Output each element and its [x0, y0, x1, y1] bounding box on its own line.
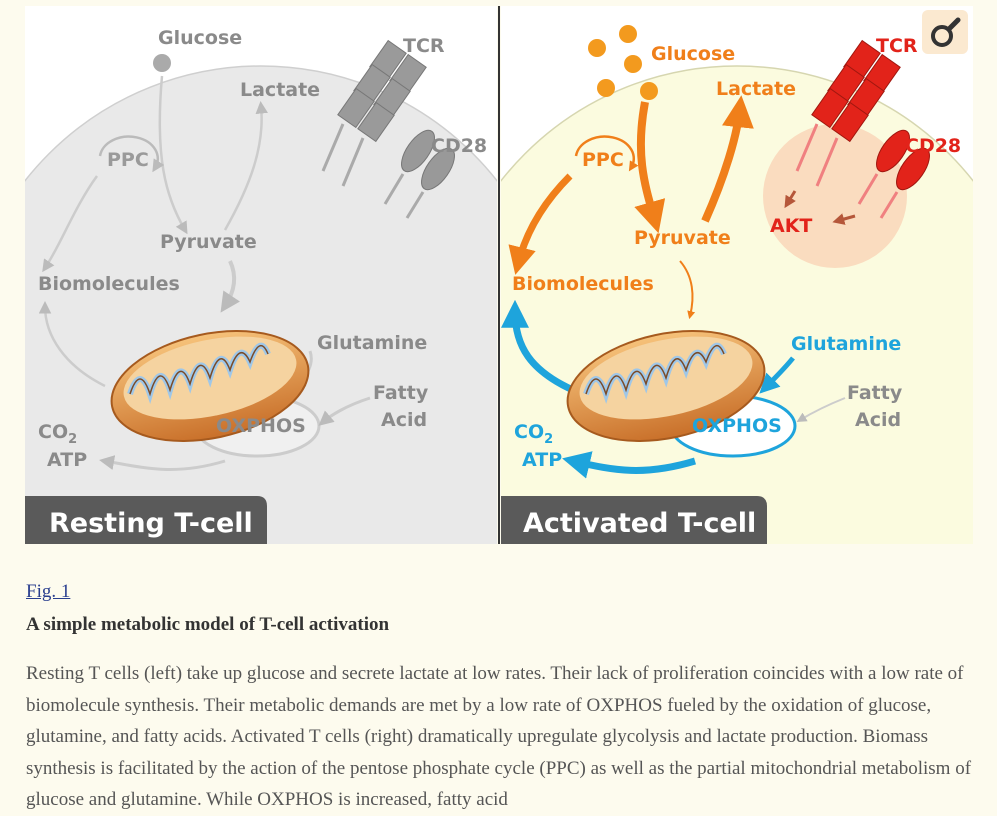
cd28-receptor-resting: [383, 129, 455, 219]
active-cd28-label: CD28: [905, 135, 961, 157]
figure-title: A simple metabolic model of T-cell activ…: [26, 614, 390, 635]
active-fatty-label: Fatty: [847, 382, 903, 404]
cd28-receptor-active: [857, 129, 930, 219]
resting-fatty-label: Fatty: [373, 382, 429, 404]
resting-oxphos-label: OXPHOS: [216, 415, 306, 437]
active-lactate-label: Lactate: [716, 78, 796, 100]
tcr-receptor-resting: [321, 39, 427, 187]
active-acid-label: Acid: [855, 409, 901, 431]
figure-link[interactable]: Fig. 1: [26, 581, 71, 602]
resting-pyruvate-label: Pyruvate: [160, 231, 257, 253]
activated-banner: [501, 496, 767, 544]
active-glucose-label: Glucose: [651, 43, 735, 65]
glucose-molecule: [153, 54, 171, 72]
active-tcr-label: TCR: [876, 35, 918, 57]
resting-lactate-label: Lactate: [240, 79, 320, 101]
active-glutamine-label: Glutamine: [791, 333, 901, 355]
zoom-button[interactable]: [922, 10, 968, 54]
resting-atp-label: ATP: [47, 449, 87, 471]
active-biomolecules-label: Biomolecules: [512, 273, 654, 295]
resting-ppc-label: PPC: [107, 149, 149, 171]
active-pyruvate-label: Pyruvate: [634, 227, 731, 249]
active-oxphos-label: OXPHOS: [692, 415, 782, 437]
figure-image: Glucose Lactate TCR CD28 PPC Pyruvate Bi…: [25, 6, 973, 544]
mitochondrion-illustration: [110, 330, 310, 442]
mitochondrion-illustration-active: [566, 330, 766, 442]
active-atp-label: ATP: [522, 449, 562, 471]
glucose-molecules: [588, 25, 658, 100]
active-akt-label: AKT: [770, 215, 812, 237]
active-co2-label: CO2: [514, 421, 553, 447]
resting-cd28-label: CD28: [431, 135, 487, 157]
resting-banner-label: Resting T-cell: [49, 508, 253, 539]
resting-glucose-label: Glucose: [158, 27, 242, 49]
resting-banner: [25, 496, 267, 544]
zoom-icon: [931, 17, 961, 47]
activated-panel: Glucose Lactate TCR CD28 AKT PPC Pyruvat…: [501, 6, 973, 544]
resting-panel: Glucose Lactate TCR CD28 PPC Pyruvate Bi…: [25, 6, 497, 544]
resting-glutamine-label: Glutamine: [317, 332, 427, 354]
resting-co2-label: CO2: [38, 421, 77, 447]
active-ppc-label: PPC: [582, 149, 624, 171]
tcr-receptor-active: [795, 39, 901, 187]
figure-caption: Resting T cells (left) take up glucose a…: [26, 663, 972, 810]
resting-acid-label: Acid: [381, 409, 427, 431]
resting-biomolecules-label: Biomolecules: [38, 273, 180, 295]
resting-tcr-label: TCR: [403, 35, 445, 57]
activated-banner-label: Activated T-cell: [523, 508, 756, 539]
